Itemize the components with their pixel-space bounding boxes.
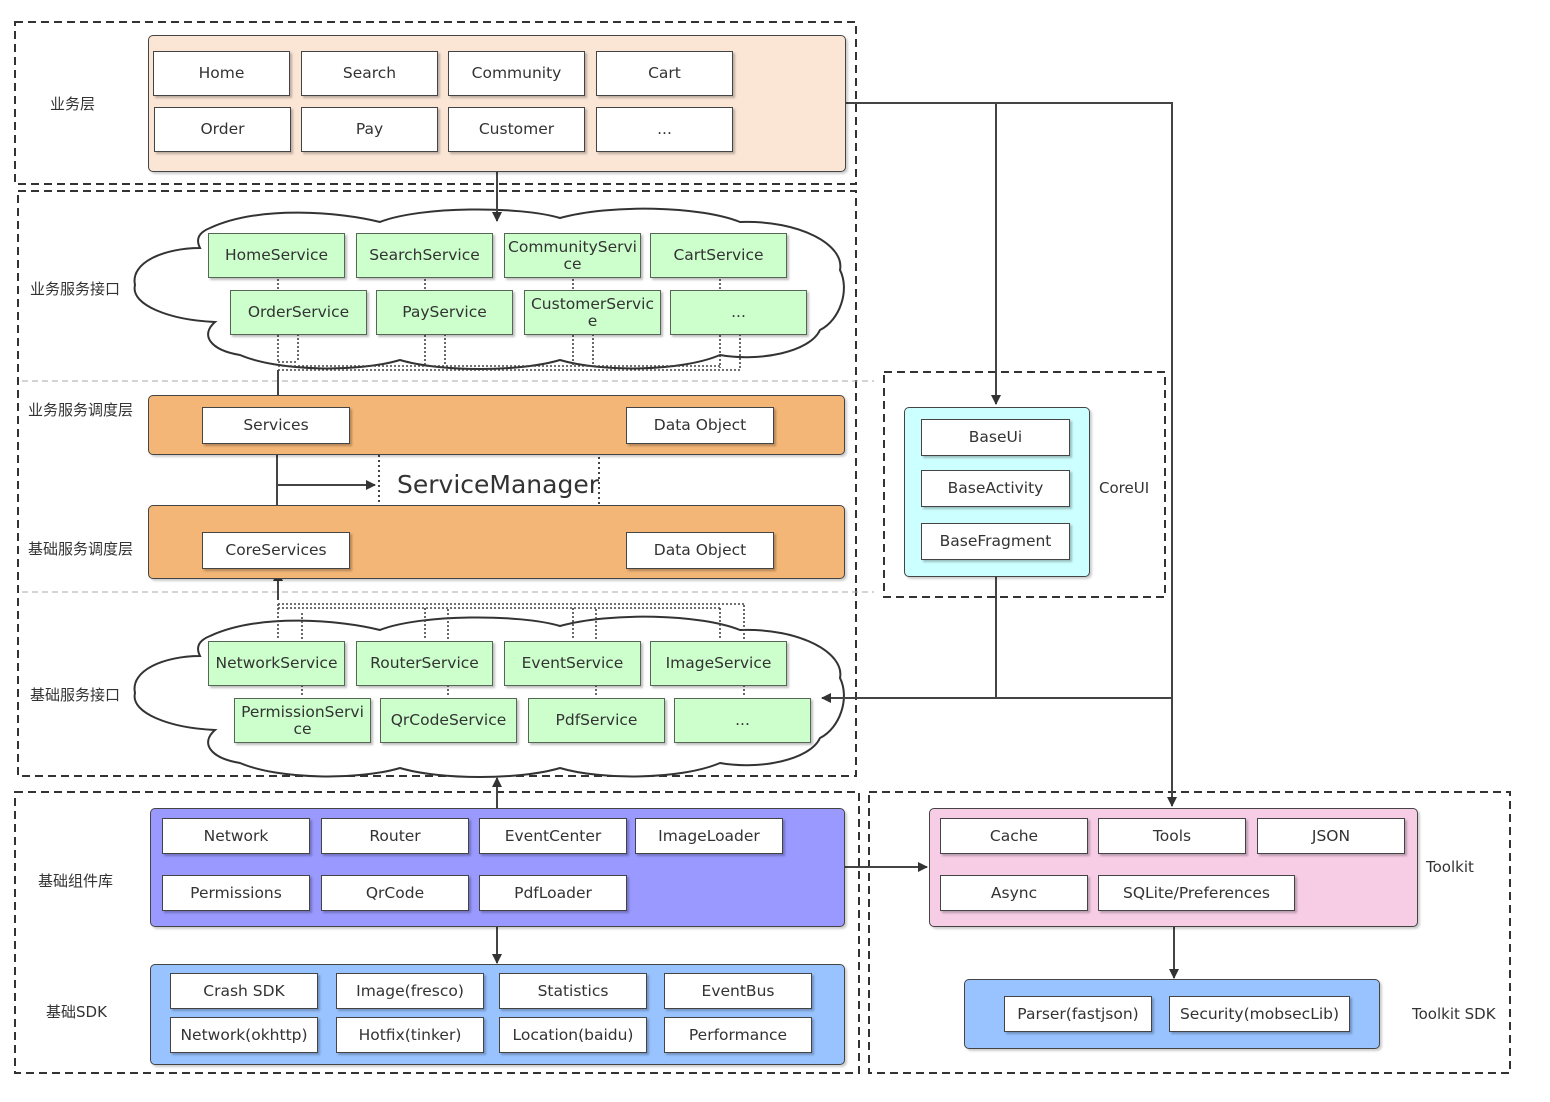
module-community: Community: [448, 51, 585, 96]
coreui-label: CoreUI: [1099, 479, 1150, 497]
module-search: Search: [301, 51, 438, 96]
coreui-basefragment: BaseFragment: [921, 523, 1070, 560]
coreui-frame: [883, 371, 1166, 598]
component-network: Network: [162, 818, 310, 854]
layer-label-business-service-api: 业务服务接口: [30, 280, 121, 298]
service-home: HomeService: [208, 233, 345, 278]
coreui-baseactivity: BaseActivity: [921, 470, 1070, 507]
layer-label-base-dispatch: 基础服务调度层: [28, 540, 134, 558]
service-community: CommunityService: [504, 233, 641, 278]
toolkit-sdk-security: Security(mobsecLib): [1169, 996, 1350, 1032]
component-layer-frame: [14, 791, 860, 1074]
toolkit-sqlite: SQLite/Preferences: [1098, 875, 1295, 911]
component-pdfloader: PdfLoader: [479, 875, 627, 911]
sdk-statistics: Statistics: [499, 973, 647, 1009]
component-qrcode: QrCode: [321, 875, 469, 911]
service-router: RouterService: [356, 641, 493, 686]
service-pay: PayService: [376, 290, 513, 335]
module-customer: Customer: [448, 107, 585, 152]
layer-label-base-components: 基础组件库: [38, 872, 114, 890]
sdk-location: Location(baidu): [499, 1017, 647, 1053]
toolkit-frame: [868, 791, 1511, 1074]
service-order: OrderService: [230, 290, 367, 335]
data-object-top: Data Object: [626, 407, 774, 444]
sdk-network: Network(okhttp): [170, 1017, 318, 1053]
core-services-box: CoreServices: [202, 532, 350, 569]
sdk-image: Image(fresco): [336, 973, 484, 1009]
service-qrcode: QrCodeService: [380, 698, 517, 743]
sdk-crash: Crash SDK: [170, 973, 318, 1009]
services-box: Services: [202, 407, 350, 444]
component-permissions: Permissions: [162, 875, 310, 911]
toolkit-sdk-label: Toolkit SDK: [1412, 1005, 1496, 1023]
sdk-performance: Performance: [664, 1017, 812, 1053]
service-permission: PermissionService: [234, 698, 371, 743]
component-router: Router: [321, 818, 469, 854]
module-order: Order: [154, 107, 291, 152]
module-home: Home: [153, 51, 290, 96]
toolkit-cache: Cache: [940, 818, 1088, 854]
toolkit-tools: Tools: [1098, 818, 1246, 854]
service-layer-frame: [17, 190, 857, 777]
module-pay: Pay: [301, 107, 438, 152]
layer-label-base-service-api: 基础服务接口: [30, 686, 121, 704]
service-more-base: ...: [674, 698, 811, 743]
component-imageloader: ImageLoader: [635, 818, 783, 854]
service-event: EventService: [504, 641, 641, 686]
sdk-hotfix: Hotfix(tinker): [336, 1017, 484, 1053]
service-image: ImageService: [650, 641, 787, 686]
layer-label-business-dispatch: 业务服务调度层: [28, 401, 134, 419]
service-manager-label: ServiceManager: [397, 470, 599, 499]
component-eventcenter: EventCenter: [479, 818, 627, 854]
service-pdf: PdfService: [528, 698, 665, 743]
service-more: ...: [670, 290, 807, 335]
service-network: NetworkService: [208, 641, 345, 686]
sdk-eventbus: EventBus: [664, 973, 812, 1009]
layer-label-business: 业务层: [50, 95, 96, 113]
toolkit-label: Toolkit: [1426, 858, 1474, 876]
toolkit-sdk-parser: Parser(fastjson): [1004, 996, 1152, 1032]
module-more: ...: [596, 107, 733, 152]
service-search: SearchService: [356, 233, 493, 278]
service-cart: CartService: [650, 233, 787, 278]
layer-label-base-sdk: 基础SDK: [46, 1003, 107, 1021]
toolkit-json: JSON: [1257, 818, 1405, 854]
coreui-baseui: BaseUi: [921, 419, 1070, 456]
toolkit-async: Async: [940, 875, 1088, 911]
business-layer-frame: [14, 21, 857, 185]
data-object-bottom: Data Object: [626, 532, 774, 569]
module-cart: Cart: [596, 51, 733, 96]
service-customer: CustomerService: [524, 290, 661, 335]
